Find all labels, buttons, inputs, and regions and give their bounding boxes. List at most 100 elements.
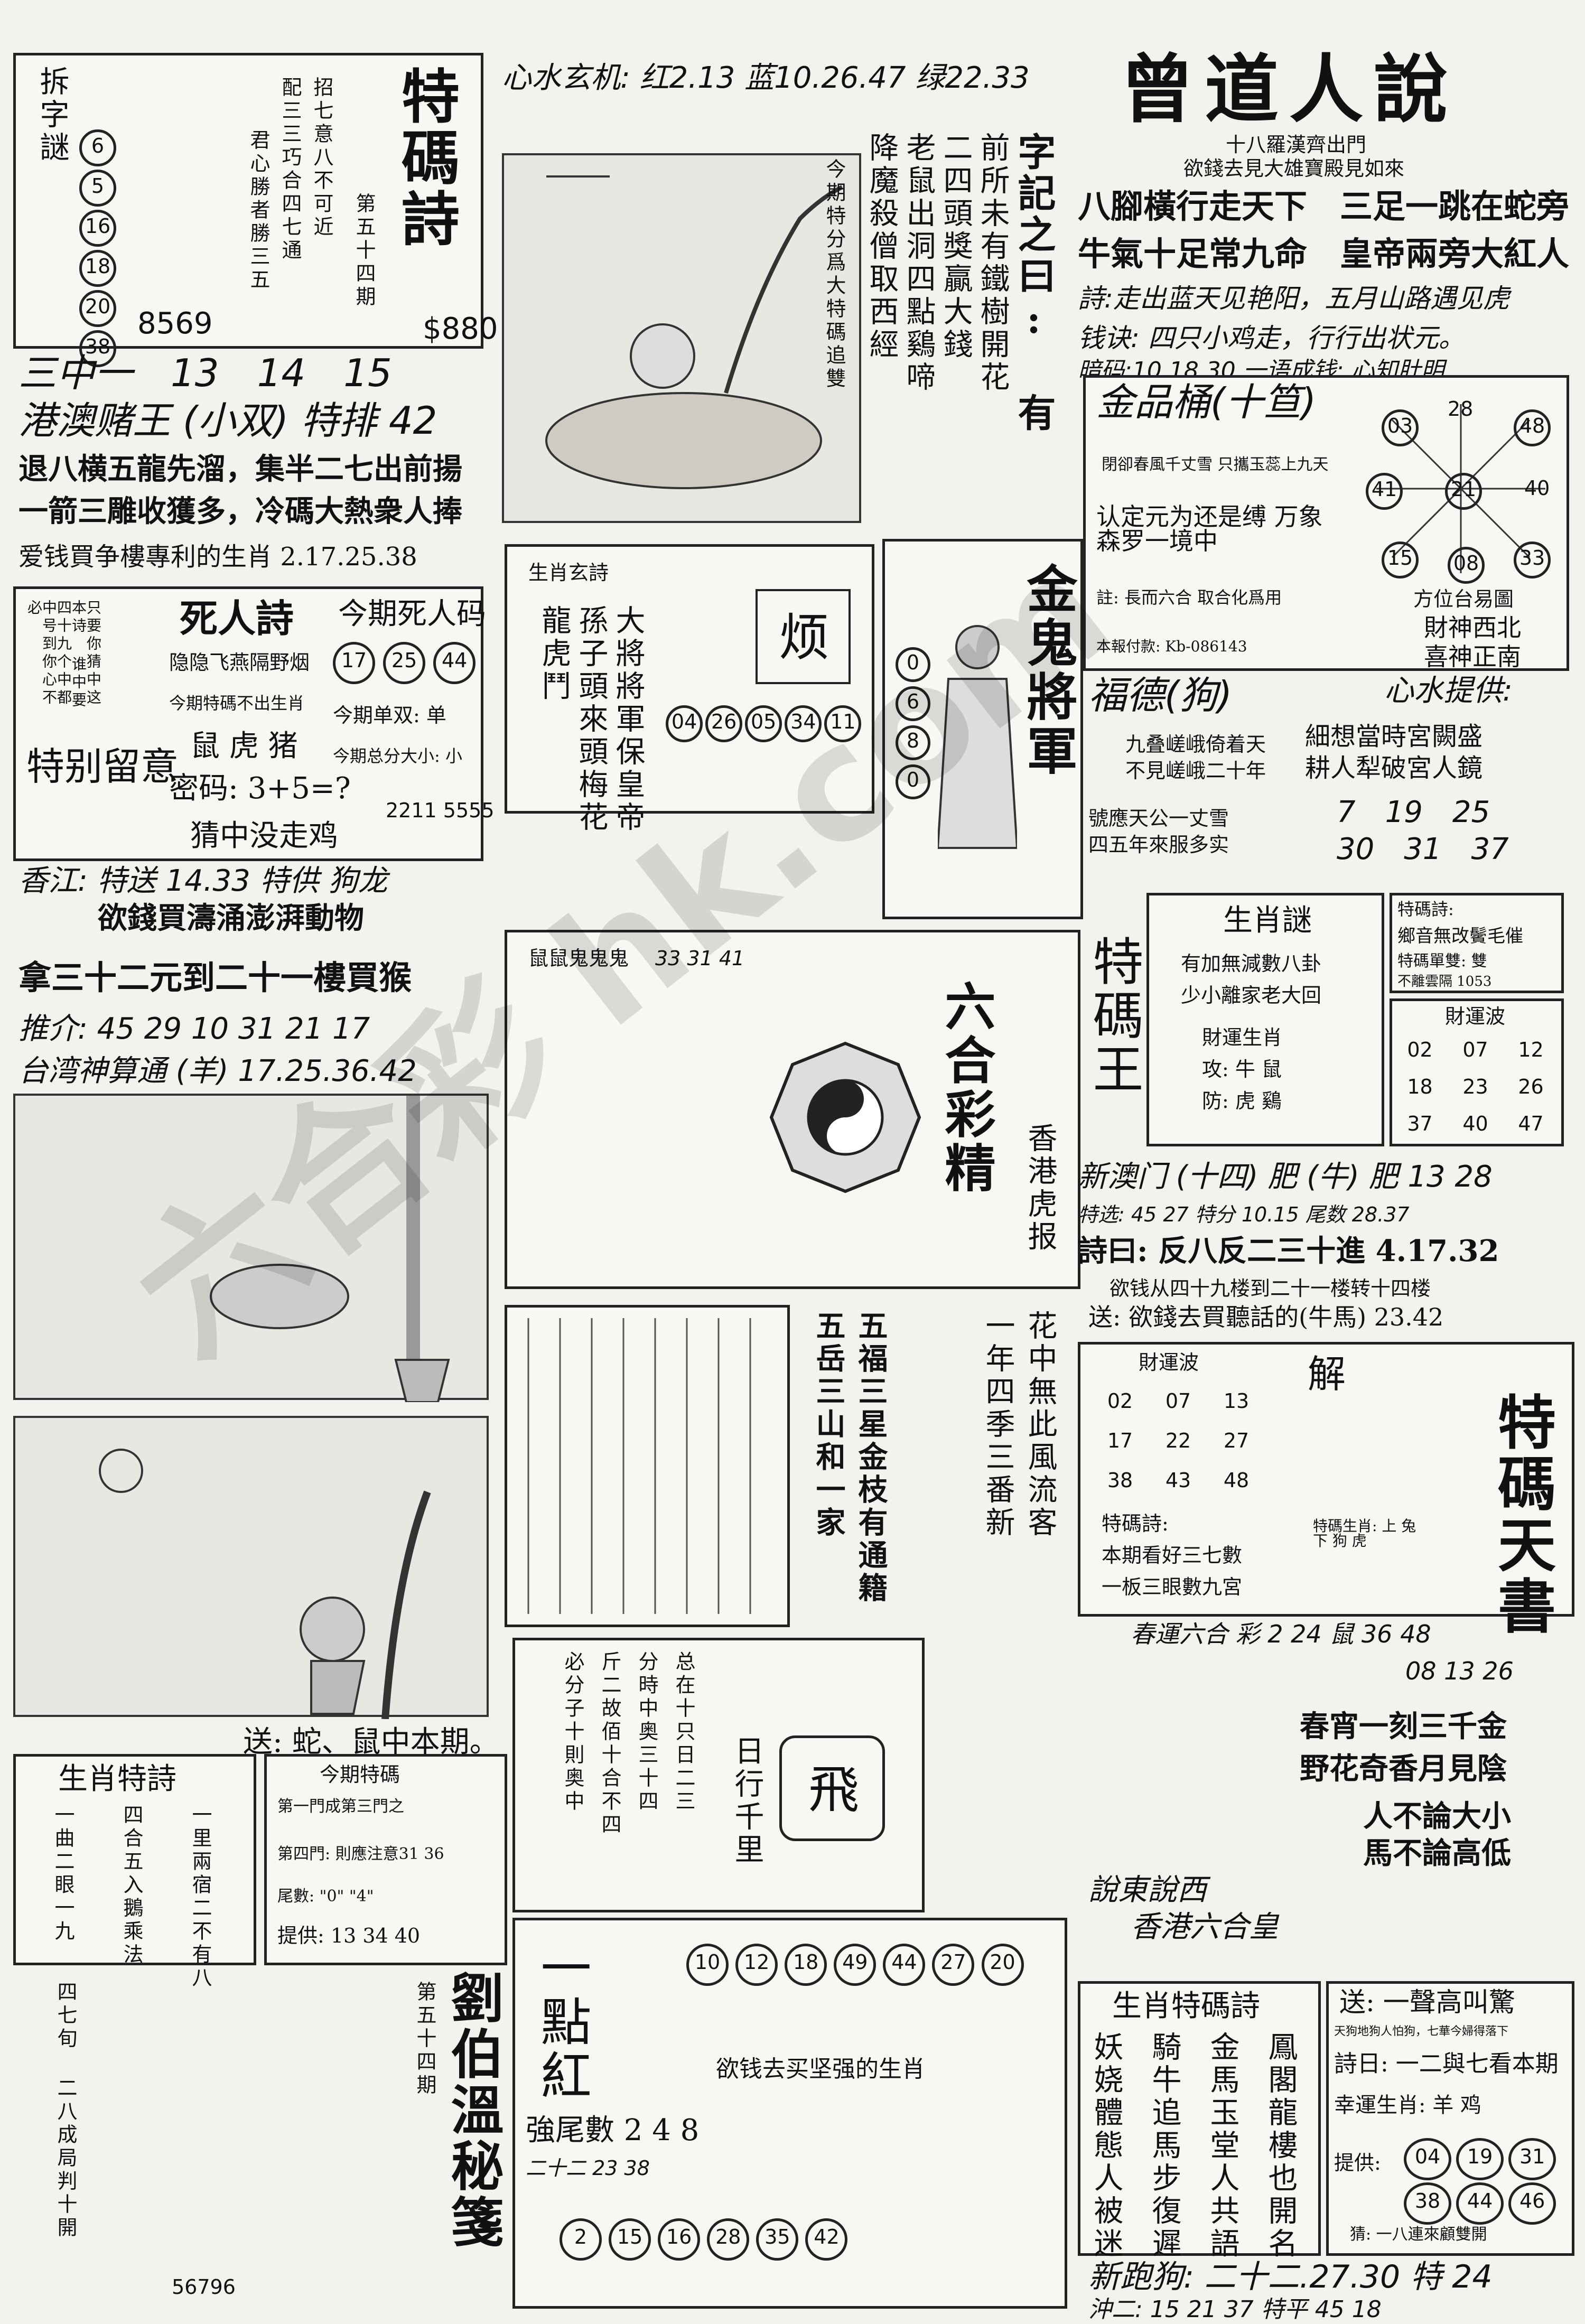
price-text: $880: [423, 312, 498, 346]
mid3-b: 一年四季三番新: [981, 1310, 1015, 1539]
sx-special-title: 生肖特詩: [58, 1762, 176, 1796]
sxm-head: 生肖謎: [1223, 903, 1312, 938]
circle-num: 16: [658, 2218, 701, 2261]
poem-line: 招七意八不可近: [310, 77, 333, 239]
fan-char-box: 烦: [756, 589, 851, 684]
fude-nums1: 7 19 25: [1337, 795, 1490, 829]
mid-top-block: 心水玄机: 红2.13 蓝10.26.47 绿22.33 今期特分爲大特碼追雙 …: [491, 53, 1062, 539]
ts-wave-num: 13: [1223, 1389, 1250, 1413]
xinhao-d: 欲钱从四十九楼到二十一楼转十四楼: [1110, 1277, 1431, 1300]
wave-num: 37: [1407, 1112, 1433, 1135]
ts-p2: 一板三眼數九宮: [1102, 1575, 1243, 1599]
death-animals: 鼠 虎 猪: [190, 729, 298, 763]
tema-poem-title: 特碼詩: [391, 66, 460, 250]
death-pwd: 密码: 3+5=?: [169, 771, 351, 806]
liubowen-title: 劉伯溫秘箋: [442, 1971, 504, 2251]
sage-illustration: [502, 153, 861, 523]
liuhe-title: 六合彩精: [936, 980, 996, 1196]
compass-num: 28: [1448, 397, 1474, 421]
ts-wave-num: 02: [1107, 1389, 1133, 1413]
zengdao-block: 曾道人說 十八羅漢齊出門 欲錢去見大雄寶殿見如來 八腳橫行走天下 三足一跳在蛇旁…: [1078, 42, 1574, 382]
digit: 04: [666, 705, 703, 742]
mid3-c: 五福三星金枝有通籍: [853, 1310, 888, 1605]
fly-char: 飛: [808, 1760, 859, 1819]
poem-col: 老鼠出洞四點鷄啼: [901, 132, 936, 394]
fude-a: 九叠嵯峨倚着天: [1125, 733, 1266, 756]
compass-num: 33: [1514, 542, 1551, 578]
child-image: [99, 1449, 431, 1720]
compass-num: 21: [1445, 473, 1482, 510]
compass-num: 41: [1366, 473, 1403, 510]
zx-nums: 日行千里: [730, 1735, 764, 1866]
liuhe-top2: 33 31 41: [655, 947, 745, 970]
death-poem-box: 只要你猜中这本诗 谁中要四十九个中都中号到你心不必 特别留意 死人詩 隐隐飞燕隔…: [13, 586, 495, 861]
ts-zodiac: 特碼生肖: 上 兔 下 狗 虎: [1313, 1517, 1416, 1550]
footer-a: 新跑狗: 二十二.27.30 特 24: [1088, 2258, 1493, 2295]
ts-wave-num: 43: [1165, 1469, 1191, 1492]
chunxiao-d: 馬不論高低: [1363, 1836, 1511, 1871]
temawang-block: 特碼王 生肖謎 有加無減數八卦 少小離家老大回 財運生肖 攻: 牛 鼠 防: 虎…: [1083, 893, 1569, 1168]
yidianhong-box: 一點紅 強尾數 2 4 8 二十二 23 38 欲钱去买坚强的生肖 10 12 …: [512, 1918, 1067, 2309]
tema-prov: 提供: 13 34 40: [277, 1924, 421, 1947]
sx-poem-col: 騎牛追馬步復遲: [1147, 2031, 1181, 2261]
gaojiao-note: 天狗地狗人怕狗，七華今婦得落下: [1334, 2025, 1509, 2038]
sx-line: 龍虎鬥: [537, 605, 571, 703]
footer-mid: 56796: [172, 2275, 236, 2299]
death-no-out: 今期特碼不出生肖: [169, 693, 305, 713]
circle-num: 27: [932, 1944, 975, 1986]
num-circle: 20: [79, 290, 116, 327]
ts-p1: 本期看好三七數: [1102, 1544, 1243, 1567]
ts-wave-title: 財運波: [1139, 1351, 1199, 1374]
shengxiao-mi-box: 生肖謎 有加無減數八卦 少小離家老大回 財運生肖 攻: 牛 鼠 防: 虎 鷄: [1146, 893, 1384, 1146]
gangao-dwang: 港澳赌王 (小双) 特排 42: [18, 398, 437, 443]
sxm-c: 財運生肖: [1202, 1026, 1283, 1049]
liubowen-block: 四七旬 二八成局判十開 第五十四期 劉伯溫秘箋 56796: [13, 1971, 510, 2309]
circle-num: 12: [735, 1944, 778, 1986]
num-circle: 38: [79, 330, 116, 367]
chunxiao-nums: 08 13 26: [1405, 1657, 1514, 1685]
digit: 34: [785, 705, 822, 742]
num-circle: 5: [79, 170, 116, 207]
sage-image: [545, 175, 843, 489]
zx-col: 斤二故佰十合不四: [598, 1651, 621, 1837]
poem-col: 前所未有鐵樹開花: [975, 132, 1010, 394]
xiangjiang-d: 推介: 45 29 10 31 21 17: [18, 1012, 370, 1046]
fude-nums2: 30 31 37: [1337, 832, 1509, 866]
zengdao-sub2: 欲錢去見大雄寶殿見如來: [1183, 157, 1405, 180]
god-2: 喜神正南: [1424, 642, 1521, 671]
zongxin-bottom: 欲钱去买坚强的生肖: [716, 2056, 925, 2083]
poem-line: 配三三巧合四七通: [278, 77, 302, 263]
bagua-icon: [769, 1041, 921, 1193]
wave-num: 26: [1518, 1075, 1544, 1098]
ts-wave-num: 27: [1223, 1429, 1250, 1452]
gaojiao-num: 19: [1456, 2138, 1504, 2180]
sx-poem-col: 鳳閣龍樓也開名: [1263, 2031, 1298, 2261]
xinshui-head: 心水玄机: 红2.13 蓝10.26.47 绿22.33: [502, 61, 1030, 95]
sx-special-col: 四合五入鵝乘法: [120, 1804, 143, 1967]
num-circle: 16: [79, 210, 116, 247]
tema-poem-box: 拆字謎 6 5 16 18 20 38 8569 招七意八不可近 配三三巧合四七…: [13, 53, 498, 367]
xinhao-c: 詩曰: 反八反二三十進 4.17.32: [1078, 1234, 1499, 1268]
tm-poem-box: 特碼詩: 鄉音無改鬢毛催 特碼單雙: 雙 不離雲隔 1053: [1390, 893, 1564, 993]
pig-image: [210, 1096, 450, 1403]
ts-jie: 解: [1308, 1352, 1346, 1396]
chunxiao-say: 說東說西: [1088, 1873, 1207, 1907]
gangao-block: 三中一 13 14 15 港澳赌王 (小双) 特排 42 退八横五龍先溜，集半二…: [13, 354, 489, 581]
liuhe-side: 香港虎报: [1023, 1123, 1057, 1254]
gaojiao-guess: 猜: 一八連來顧雙開: [1350, 2225, 1487, 2244]
circle-num: 10: [686, 1944, 729, 1986]
digit-row: 04 26 05 34 11: [666, 705, 866, 742]
pig-illustration: [13, 1094, 489, 1403]
mid3-d: 五岳三山和一家: [811, 1310, 846, 1539]
code-text: 8569: [137, 306, 213, 341]
wave-num: 23: [1462, 1075, 1488, 1098]
fude-c: 細想當時宮闕盛: [1305, 722, 1483, 751]
tema-fourth: 第四門: 則應注意31 36: [277, 1845, 444, 1863]
fude-provider: 心水提供:: [1384, 674, 1513, 708]
poem-line: 君心勝者勝三五: [247, 129, 270, 292]
xinhao-e: 送: 欲錢去買聽話的(牛馬) 23.42: [1088, 1303, 1444, 1331]
tema-men-box: 今期特碼 第一門成第三門之 第四門: 則應注意31 36 尾數: "0" "4"…: [264, 1754, 507, 1965]
mid3-a: 花中無此風流客: [1023, 1310, 1057, 1539]
